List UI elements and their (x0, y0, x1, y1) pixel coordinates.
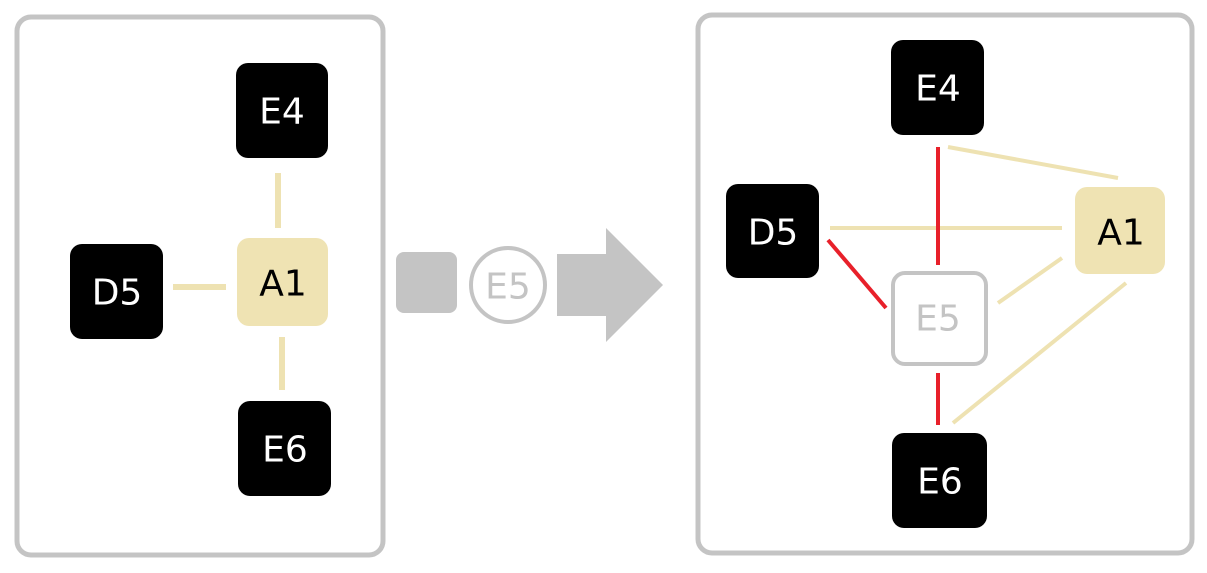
node-label: E6 (917, 462, 963, 503)
node-e6: E6 (892, 433, 987, 528)
node-e5: E5 (891, 271, 988, 366)
operation: E5 (396, 228, 663, 342)
new-node-circle (469, 246, 547, 324)
node-label: A1 (259, 264, 307, 305)
node-e6: E6 (238, 401, 331, 496)
edge-e5-a1 (996, 256, 1064, 305)
node-e4: E4 (236, 63, 328, 158)
node-label: E6 (262, 430, 308, 471)
node-d5: D5 (70, 244, 163, 339)
node-label: D5 (748, 213, 799, 254)
node-label: E4 (259, 92, 305, 133)
node-square-icon (396, 252, 457, 313)
before-panel: E4 D5 A1 E6 (14, 14, 386, 558)
edge-d5-e5 (826, 238, 888, 310)
node-d5: D5 (726, 184, 819, 278)
node-label: E5 (915, 299, 961, 340)
operation-node-label: E5 (485, 267, 531, 308)
edge-e6-a1 (951, 281, 1128, 425)
node-a1: A1 (237, 238, 328, 326)
node-e4: E4 (891, 40, 984, 135)
edge-e4-a1 (947, 145, 1119, 180)
node-label: E4 (915, 69, 961, 110)
node-a1: A1 (1075, 187, 1165, 274)
arrow-right-icon (557, 228, 663, 342)
after-panel: E4 D5 A1 E5 E6 (695, 12, 1195, 556)
node-label: A1 (1097, 213, 1145, 254)
node-label: D5 (92, 273, 143, 314)
